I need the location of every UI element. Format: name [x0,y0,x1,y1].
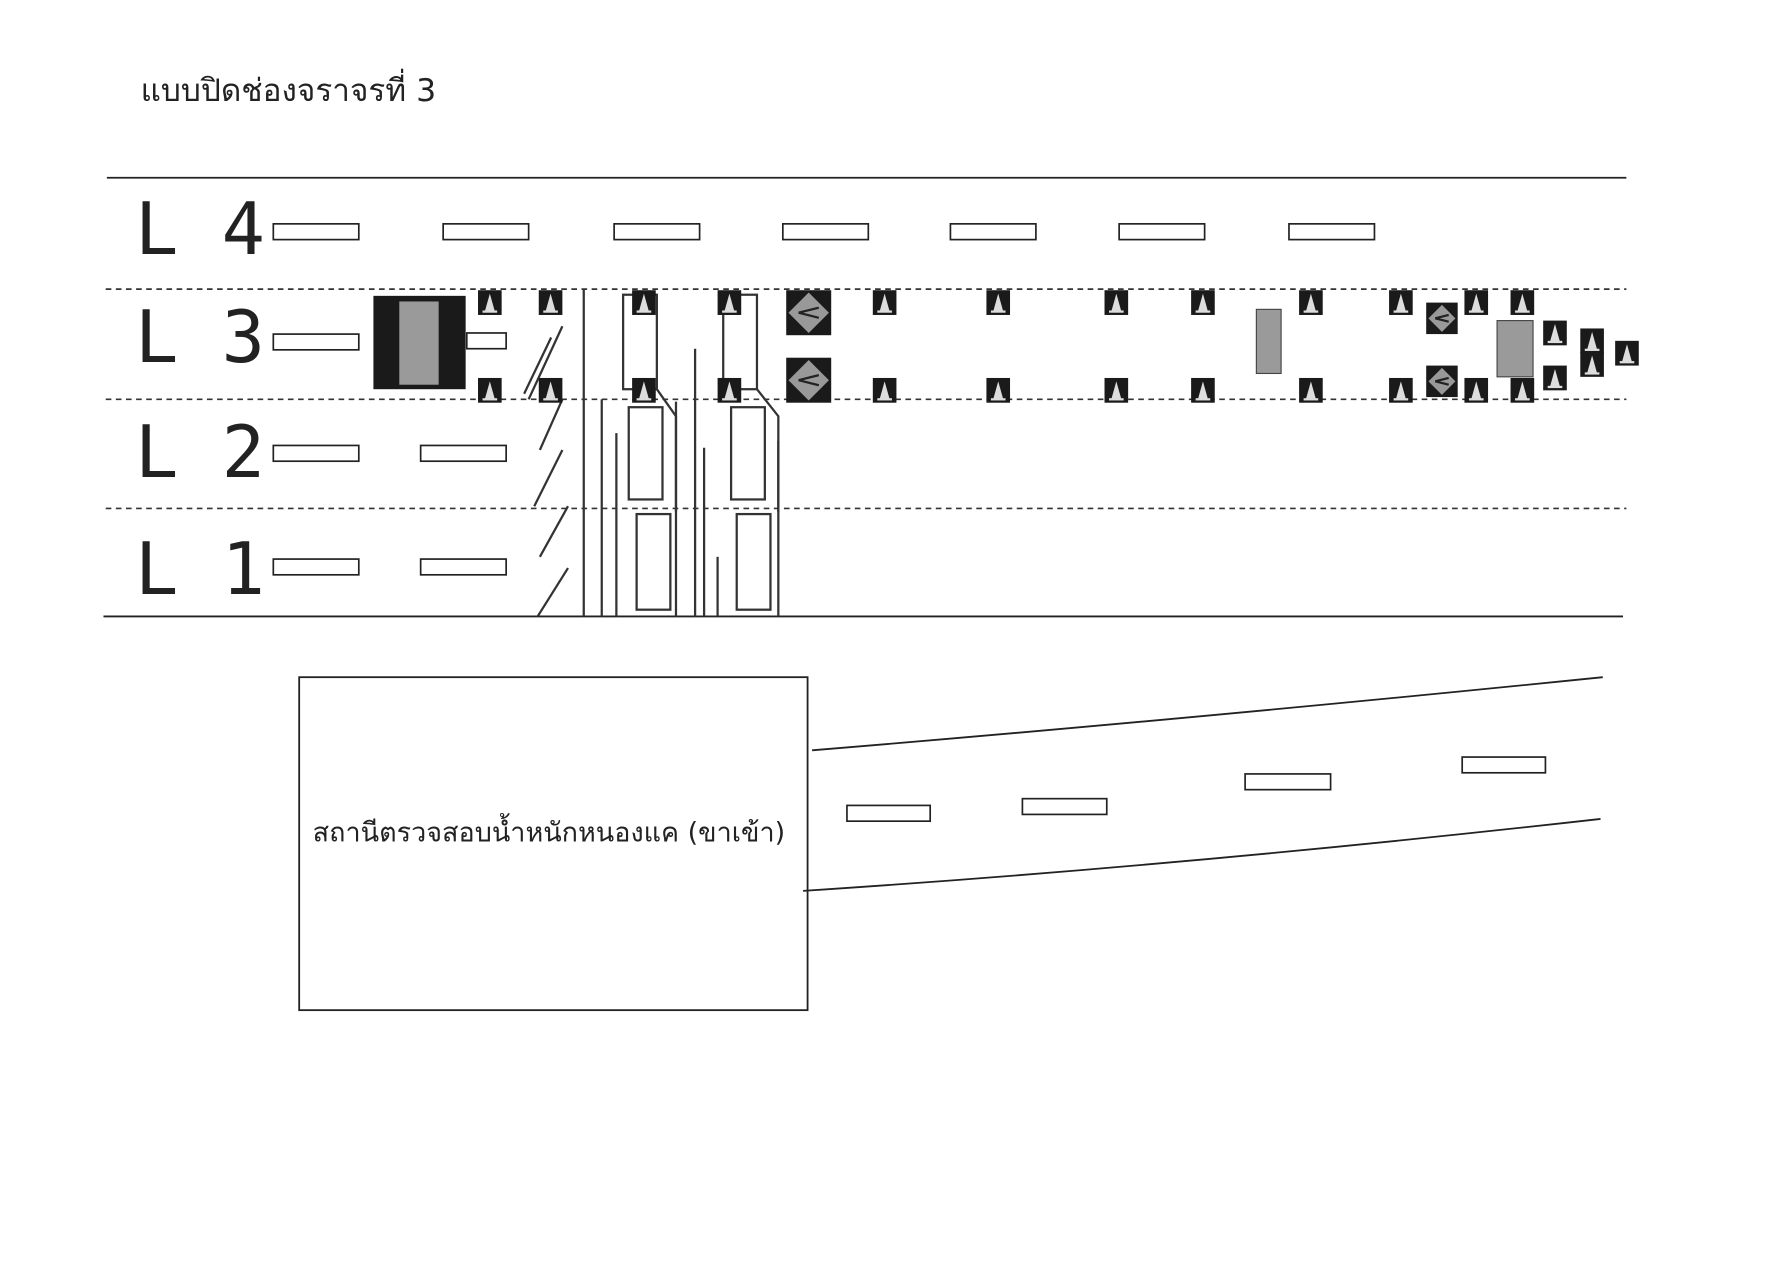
traffic-cone-icon [986,377,1011,403]
traffic-cone-icon [1580,352,1604,377]
traffic-cone-icon [1104,290,1129,315]
traffic-cone-icon [717,290,742,315]
taper-line [533,449,564,507]
exit-ramp [803,676,1603,892]
warning-signs [786,290,1458,403]
lane-markings [272,223,1547,823]
barrier-line [756,388,780,512]
lane-marking [781,223,870,241]
weigh-station-label: สถานีตรวจสอบน้ำหนักหนองแค (ขาเข้า) [313,812,785,848]
merge-warning-sign-icon [1426,302,1458,335]
lane-marking [272,223,360,241]
lane-marking [419,558,507,576]
traffic-cones [478,290,1639,403]
traffic-cone-icon [538,377,563,403]
lane-label-l1: L 1 [135,527,265,611]
traffic-cone-icon [1543,365,1567,391]
lane-label-l4: L 4 [135,187,265,271]
arrow-board [1255,308,1282,375]
work-zone-barriers [523,289,780,618]
lane-marking [272,333,360,351]
lane-marking [613,223,701,241]
lane-marking [465,332,507,350]
lane-marking [442,223,530,241]
traffic-cone-icon [1104,377,1129,403]
work-vehicle [627,406,664,501]
lead-vehicle-arrow-board [373,295,466,390]
work-vehicle [729,406,766,501]
traffic-cone-icon [1510,290,1535,315]
taper-line [523,336,553,395]
weigh-station: สถานีตรวจสอบน้ำหนักหนองแค (ขาเข้า) [298,676,809,1012]
lane-marking [1461,756,1547,774]
merge-warning-sign-icon [1426,365,1458,398]
traffic-cone-icon [1464,290,1489,315]
traffic-cone-icon [717,377,742,403]
lane-label-l3: L 3 [135,295,265,379]
taper-line [538,505,569,558]
taper-line [536,567,569,618]
taper-line [527,325,564,400]
traffic-cone-icon [632,290,656,315]
lane-marking [1021,797,1108,816]
traffic-cone-icon [478,377,502,403]
weigh-station-box [298,676,809,1012]
traffic-cone-icon [632,377,656,403]
traffic-cone-icon [1389,290,1413,315]
lane-marking [1288,223,1376,241]
traffic-cone-icon [1510,377,1535,403]
diagram-title: แบบปิดช่องจราจรที่ 3 [141,68,437,109]
barrier-line [655,388,678,512]
traffic-cone-icon [1299,377,1323,403]
lane-marking [419,444,507,463]
lane-marking [846,804,932,823]
traffic-cone-icon [538,290,563,315]
lane-marking [272,444,360,463]
arrow-board [1496,320,1534,378]
lane-marking [949,223,1037,241]
traffic-cone-icon [1615,340,1639,366]
traffic-cone-icon [1543,320,1567,346]
work-vehicle [735,512,772,611]
lane-marking [272,558,360,576]
traffic-cone-icon [1191,377,1215,403]
merge-warning-sign-icon [786,357,832,403]
lane-marking [1244,773,1332,791]
lane-dividers [105,288,1627,510]
traffic-cone-icon [1191,290,1215,315]
traffic-cone-icon [872,290,897,315]
traffic-cone-icon [1580,328,1604,354]
traffic-cone-icon [872,377,897,403]
traffic-cone-icon [478,290,502,315]
taper-line [538,398,564,451]
traffic-cone-icon [1299,290,1323,315]
work-vehicle [635,512,672,611]
traffic-cone-icon [986,290,1011,315]
lane-marking [1118,223,1206,241]
lane-label-l2: L 2 [135,410,265,494]
traffic-cone-icon [1389,377,1413,403]
merge-warning-sign-icon [786,290,832,336]
road-edges [103,176,1627,618]
traffic-cone-icon [1464,377,1489,403]
